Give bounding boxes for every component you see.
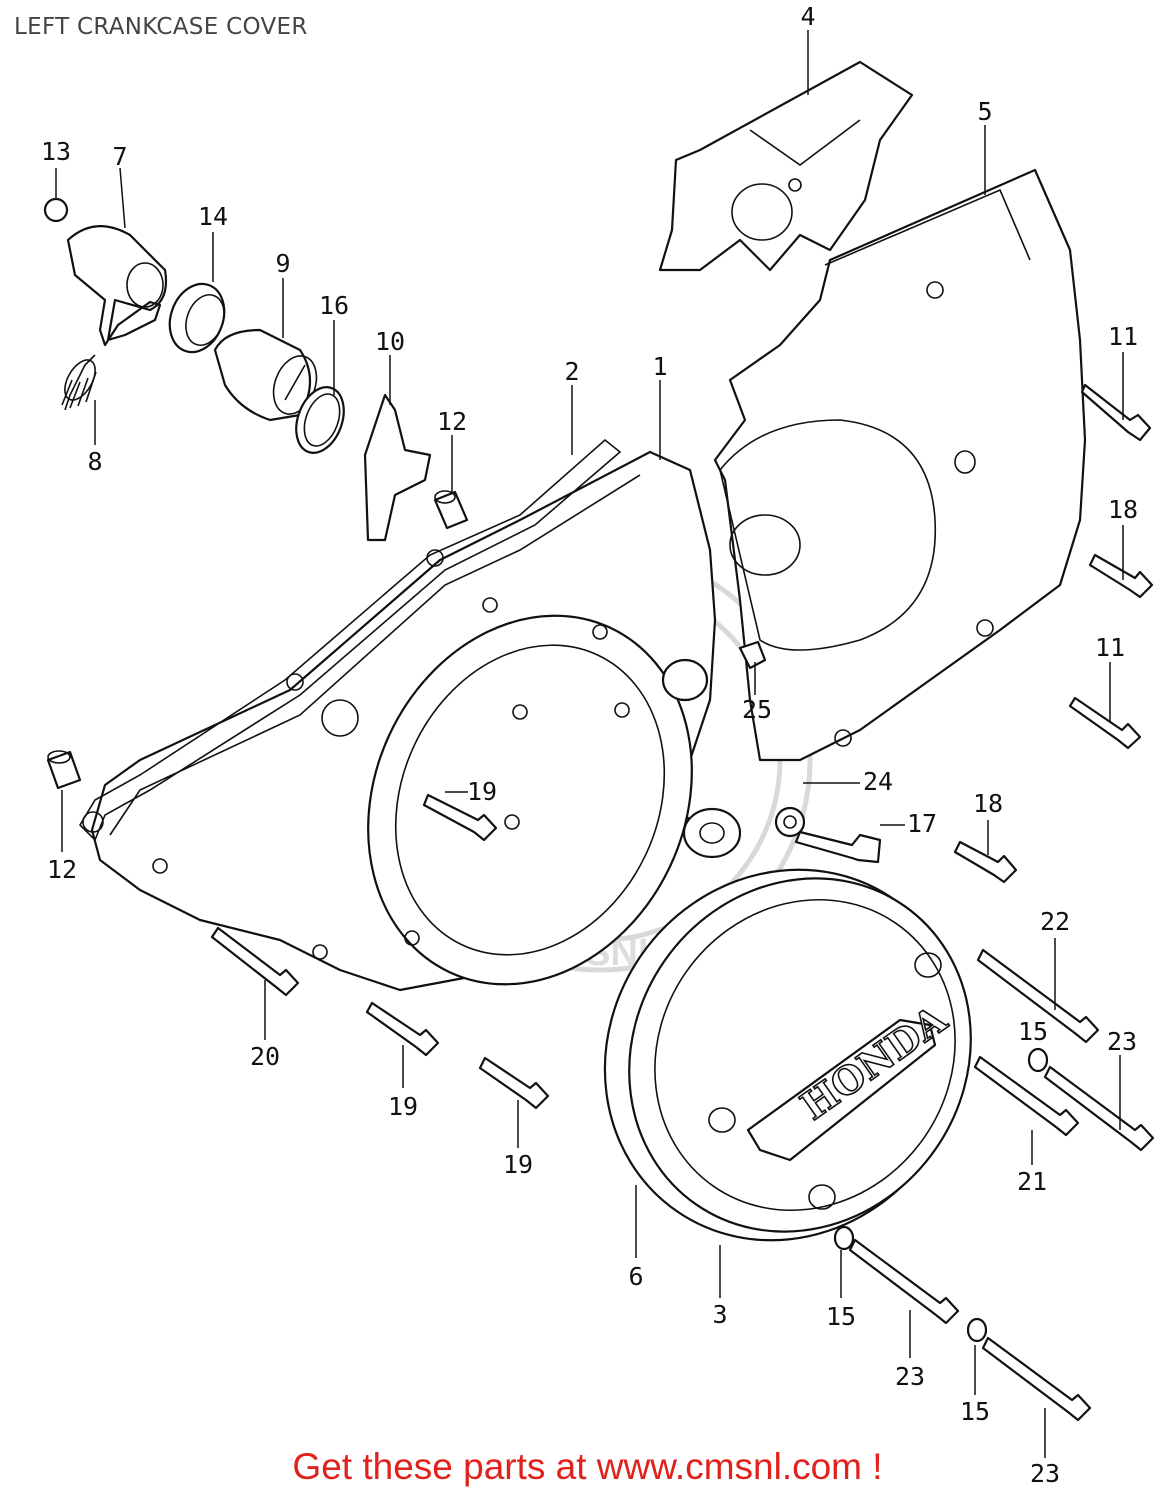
callout-c23c[interactable]: 23 <box>1030 1459 1060 1488</box>
callout-c4[interactable]: 4 <box>800 2 815 31</box>
callout-c10[interactable]: 10 <box>375 327 405 356</box>
callout-c19c[interactable]: 19 <box>503 1150 533 1179</box>
part-15-washer-middle[interactable] <box>833 1225 855 1251</box>
callout-c22[interactable]: 22 <box>1040 907 1070 936</box>
callout-c12a[interactable]: 12 <box>437 407 467 436</box>
part-23-screw-upper[interactable] <box>1043 1065 1155 1152</box>
callout-c14[interactable]: 14 <box>198 202 228 231</box>
callout-c23b[interactable]: 23 <box>895 1362 925 1391</box>
part-1-crankcase-cover[interactable] <box>90 450 751 1038</box>
part-3-dynamo-cover[interactable]: HONDA <box>560 811 1039 1298</box>
part-14-bushing[interactable] <box>161 276 234 360</box>
callout-c5[interactable]: 5 <box>977 97 992 126</box>
part-21-screw[interactable] <box>973 1055 1080 1137</box>
part-18-screw-upper[interactable] <box>1088 553 1154 599</box>
callout-c15c[interactable]: 15 <box>960 1397 990 1426</box>
callout-c18b[interactable]: 18 <box>973 789 1003 818</box>
callout-c23a[interactable]: 23 <box>1107 1027 1137 1056</box>
callout-c21[interactable]: 21 <box>1017 1167 1047 1196</box>
part-19-screw-center[interactable] <box>478 1056 550 1110</box>
callout-c25[interactable]: 25 <box>742 695 772 724</box>
callout-c1[interactable]: 1 <box>652 352 667 381</box>
part-12-dowel-pin-lower[interactable] <box>46 750 82 790</box>
callout-c13[interactable]: 13 <box>41 137 71 166</box>
callout-c11a[interactable]: 11 <box>1108 322 1138 351</box>
part-17-bolt[interactable] <box>794 830 882 864</box>
part-11-screw-lower[interactable] <box>1068 696 1142 750</box>
part-2-gasket[interactable] <box>78 438 622 842</box>
callout-c9[interactable]: 9 <box>275 249 290 278</box>
leader-lines <box>55 30 1124 1458</box>
part-10-shift-arm[interactable] <box>363 393 432 542</box>
part-11-screw-upper[interactable] <box>1080 383 1152 442</box>
page-title: LEFT CRANKCASE COVER <box>14 14 308 40</box>
part-23-screw-lower[interactable] <box>981 1336 1092 1422</box>
part-4-chain-guard[interactable] <box>658 60 914 272</box>
part-19-screw-inner[interactable] <box>422 793 498 842</box>
part-19-screw-left[interactable] <box>365 1001 440 1057</box>
part-18-screw-lower[interactable] <box>953 840 1018 884</box>
callout-c24[interactable]: 24 <box>863 767 893 796</box>
part-24-washer[interactable] <box>774 806 806 838</box>
callout-c15a[interactable]: 15 <box>1018 1017 1048 1046</box>
callout-c20[interactable]: 20 <box>250 1042 280 1071</box>
callout-c2[interactable]: 2 <box>564 357 579 386</box>
callout-c16[interactable]: 16 <box>319 291 349 320</box>
part-20-screw[interactable] <box>210 926 300 997</box>
part-25-bolt[interactable] <box>738 640 767 670</box>
part-16-o-ring[interactable] <box>288 381 353 460</box>
part-23-screw-middle[interactable] <box>848 1238 960 1325</box>
part-7-clutch-lifter[interactable] <box>66 225 168 347</box>
part-22-screw[interactable] <box>976 948 1100 1044</box>
part-12-dowel-pin-upper[interactable] <box>433 490 469 530</box>
callout-c19a[interactable]: 19 <box>467 777 497 806</box>
callout-c11b[interactable]: 11 <box>1095 633 1125 662</box>
callout-c18a[interactable]: 18 <box>1108 495 1138 524</box>
callout-c15b[interactable]: 15 <box>826 1302 856 1331</box>
part-9-cam[interactable] <box>213 328 324 422</box>
callout-c19b[interactable]: 19 <box>388 1092 418 1121</box>
callout-c3[interactable]: 3 <box>712 1300 727 1329</box>
part-5-sprocket-cover[interactable] <box>713 168 1087 762</box>
promo-link[interactable]: Get these parts at www.cmsnl.com ! <box>292 1446 883 1487</box>
callout-c8[interactable]: 8 <box>87 447 102 476</box>
callout-c7[interactable]: 7 <box>112 142 127 171</box>
part-13-ball[interactable] <box>43 197 69 223</box>
callout-c6[interactable]: 6 <box>628 1262 643 1291</box>
callout-c17[interactable]: 17 <box>907 809 937 838</box>
part-15-washer-upper[interactable] <box>1027 1047 1049 1073</box>
part-15-washer-lower[interactable] <box>966 1317 988 1343</box>
part-8-spring[interactable] <box>59 354 102 411</box>
callout-c12b[interactable]: 12 <box>47 855 77 884</box>
